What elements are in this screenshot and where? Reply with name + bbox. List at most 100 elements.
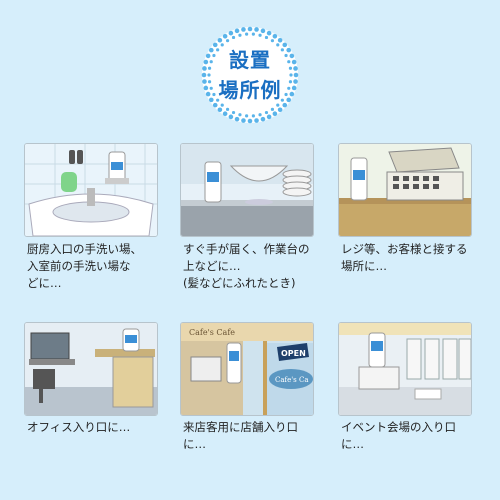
ring-dot (288, 80, 293, 84)
ring-dot (209, 86, 213, 90)
title-line-1: 設置 (229, 48, 271, 72)
open-sign: OPEN (281, 349, 306, 358)
ring-dot (286, 97, 291, 103)
ring-dot (212, 92, 216, 97)
ring-dot (207, 66, 212, 70)
ring-dot (209, 60, 213, 64)
ring-dot (234, 116, 240, 122)
ring-dot (260, 116, 266, 122)
ring-dot (282, 102, 288, 108)
ring-dot (205, 91, 211, 97)
ring-dot (216, 48, 220, 52)
ring-dot (266, 114, 272, 120)
title-line-2: 場所例 (218, 78, 282, 102)
ring-dot (228, 30, 234, 36)
caption-register: レジ等、お客様と接する 場所に… (341, 242, 468, 273)
ring-dot (284, 92, 288, 97)
ring-dot (266, 30, 272, 36)
caption-store-entrance: 来店客用に店舗入り口 に… (183, 420, 298, 451)
ring-dot (284, 53, 288, 58)
ring-dot (225, 39, 230, 43)
cafe-door-sign: Cafe's Ca (275, 376, 309, 384)
ring-dot (291, 59, 297, 65)
title-badge: 設置 場所例 (199, 24, 301, 126)
example-image-office (24, 322, 158, 416)
ring-dot (264, 110, 269, 115)
ring-dot (264, 35, 269, 40)
ring-dot (203, 59, 209, 65)
ring-dot (289, 53, 295, 59)
page-title: 設置 場所例 (199, 45, 301, 105)
dotted-ring (201, 26, 299, 124)
ring-dot (280, 98, 284, 102)
ring-dot (280, 48, 284, 52)
ring-dot (258, 33, 262, 37)
ring-dot (251, 114, 255, 118)
ring-dot (212, 42, 218, 48)
ring-dot (277, 107, 283, 113)
caption-event-venue: イベント会場の入り口 に… (341, 420, 456, 451)
ring-dot (289, 73, 293, 77)
ring-dot (293, 79, 298, 84)
ring-dot (231, 110, 236, 115)
ring-dot (238, 33, 242, 37)
example-image-register (338, 143, 472, 237)
ring-dot (293, 72, 299, 78)
ring-dot (251, 32, 255, 36)
ring-dot (286, 47, 291, 53)
example-image-kitchen-sink (24, 143, 158, 237)
ring-dot (209, 47, 214, 53)
badge-background (202, 27, 298, 123)
ring-dot (277, 37, 283, 43)
ring-dot (234, 28, 240, 34)
ring-dot (207, 80, 212, 84)
ring-dot (291, 85, 297, 91)
ring-dot (287, 86, 291, 90)
ring-dot (276, 43, 280, 47)
ring-dot (207, 73, 211, 77)
caption-work-table: すぐ手が届く、作業台の 上などに… (髪などにふれたとき) (183, 242, 310, 290)
ring-dot (288, 66, 293, 70)
ring-dot (241, 27, 246, 32)
ring-dot (247, 26, 253, 32)
ring-dot (245, 114, 249, 118)
ring-dot (272, 111, 278, 116)
ring-dot (270, 107, 275, 111)
ring-dot (203, 85, 209, 91)
ring-dot (282, 42, 288, 48)
ring-dot (238, 113, 242, 117)
ring-dot (209, 97, 214, 103)
ring-dot (231, 35, 236, 40)
ring-dot (201, 72, 207, 78)
cafe-top-sign: Cafe's Cafe (189, 328, 235, 337)
caption-kitchen-sink: 厨房入口の手洗い場、 入室前の手洗い場な どに… (27, 242, 142, 290)
ring-dot (247, 118, 253, 124)
ring-dot (258, 113, 262, 117)
caption-office: オフィス入り口に… (27, 420, 131, 434)
ring-dot (220, 43, 224, 47)
ring-dot (228, 114, 234, 120)
ring-dot (217, 107, 223, 113)
ring-dot (245, 32, 249, 36)
ring-dot (287, 60, 291, 64)
ring-dot (254, 27, 259, 32)
ring-dot (260, 28, 266, 34)
ring-dot (216, 98, 220, 102)
ring-dot (222, 111, 228, 116)
ring-dot (202, 66, 207, 71)
ring-dot (293, 66, 298, 71)
example-image-work-table (180, 143, 314, 237)
example-image-event-venue (338, 322, 472, 416)
example-image-store-entrance: Cafe's Cafe OPEN Cafe's Ca (180, 322, 314, 416)
ring-dot (241, 118, 246, 123)
ring-dot (220, 103, 224, 107)
ring-dot (212, 53, 216, 58)
ring-dot (202, 79, 207, 84)
ring-dot (225, 107, 230, 111)
ring-dot (212, 102, 218, 108)
ring-dot (276, 103, 280, 107)
ring-dot (217, 37, 223, 43)
ring-dot (222, 34, 228, 39)
ring-dot (289, 91, 295, 97)
ring-dot (272, 34, 278, 39)
